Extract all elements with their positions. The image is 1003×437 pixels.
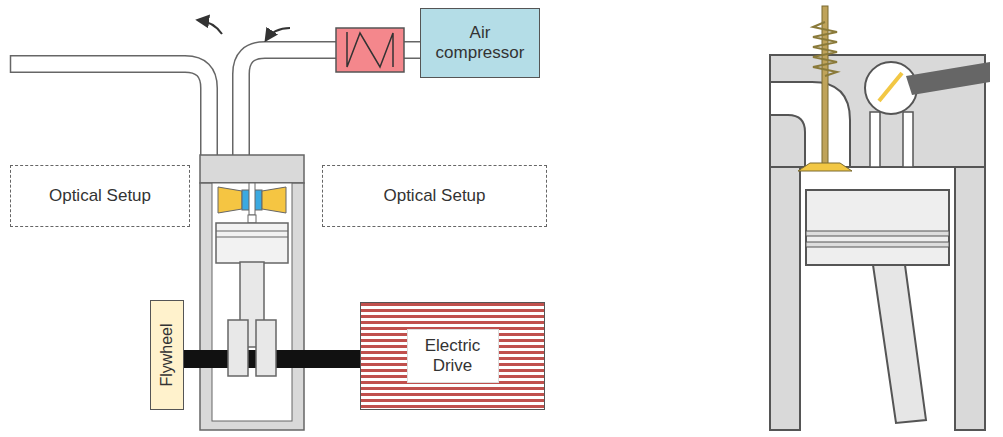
electric-drive-box: Electric Drive [360,302,545,410]
valve-head [798,163,852,171]
cylinder-wall [955,167,985,430]
optical-window [262,187,286,213]
piston-extension [248,215,256,223]
sensor-port [903,112,913,167]
injector [249,183,255,215]
node-label: Electric Drive [407,329,499,384]
exhaust-pipe [10,64,209,156]
exhaust-pipe-bore [10,64,209,156]
flywheel-box: Flywheel [150,300,184,410]
sensor-port [870,112,880,167]
cylinder-bore [212,183,292,421]
optical-setup-box: Optical Setup [322,165,547,227]
optical-window [218,187,242,213]
heater-box [336,28,404,72]
cylinder-head [200,155,304,183]
node-label: Flywheel [157,323,176,386]
crank-web [228,320,248,376]
intake-port [770,82,850,167]
intake-flow-arrow [266,28,290,40]
piston-ring [216,231,288,232]
node-label: Optical Setup [49,186,151,206]
engine-block [200,183,304,430]
gauge [865,62,917,114]
crank-web [256,320,276,376]
gauge-needle [879,73,902,101]
piston [806,190,949,265]
piston-ring [806,242,949,247]
pipe-end [10,55,12,73]
optical-setup-box: Optical Setup [10,165,190,227]
valve-spring [813,22,837,76]
heater-coil [347,32,393,67]
connecting-rod [873,265,926,423]
exhaust-flow-arrow [198,20,222,34]
intake-pipe-bore [241,50,336,156]
piston [216,223,288,263]
piston-ring [806,231,949,236]
compressor-box: Air compressor [420,8,540,78]
node-label: Optical Setup [383,186,485,206]
compressor-pipe [404,41,421,59]
node-label: Air compressor [430,23,530,64]
compressor-pipe-bore [404,43,421,58]
cylinder-wall [770,167,800,430]
injector-body [906,62,990,95]
intake-pipe [241,50,336,156]
piston-ring [216,237,288,238]
